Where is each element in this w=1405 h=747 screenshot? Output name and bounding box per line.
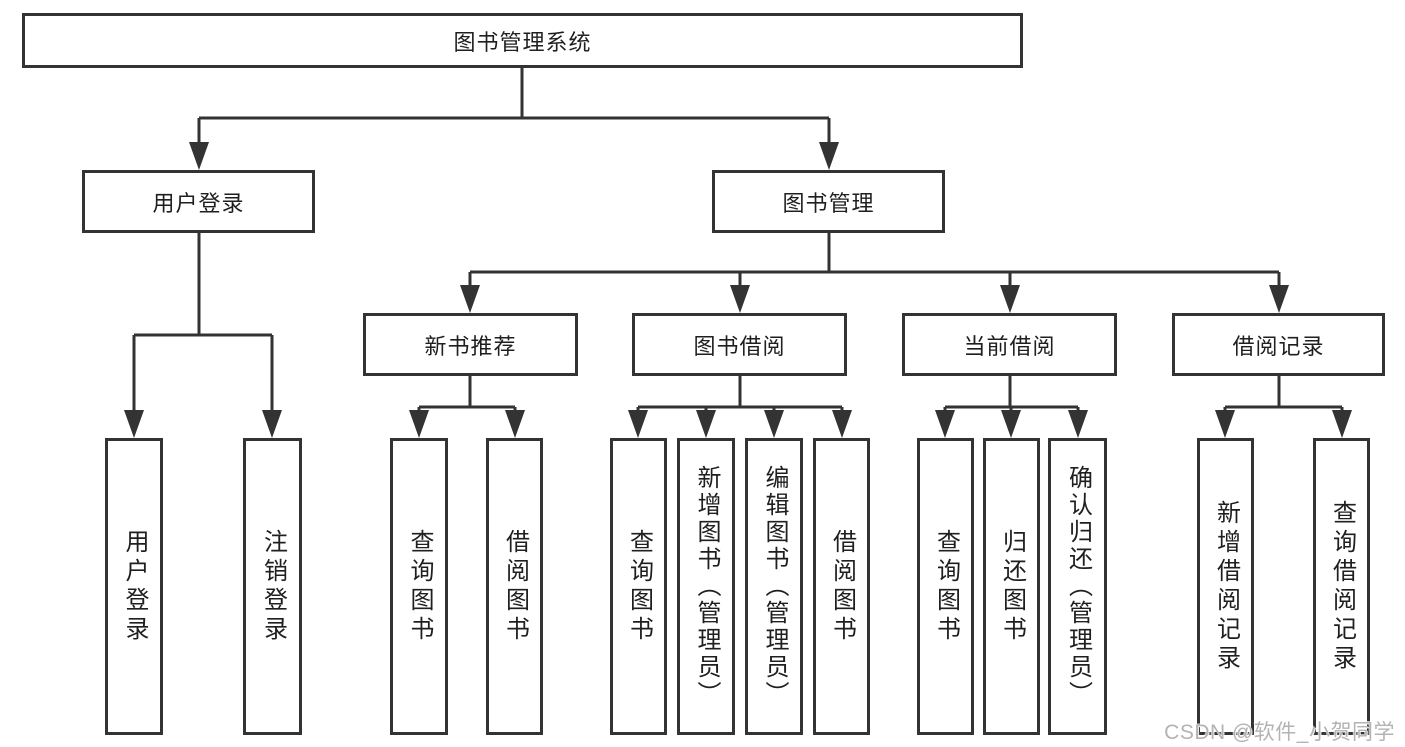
leaf-cb-query-books: 查询图书 <box>917 438 974 735</box>
leaf-user-login: 用户登录 <box>105 438 163 735</box>
leaf-br-add-record: 新增借阅记录 <box>1197 438 1254 735</box>
node-book-management: 图书管理 <box>712 170 945 233</box>
leaf-nb-borrow-books: 借阅图书 <box>486 438 543 735</box>
leaf-logout: 注销登录 <box>243 438 302 735</box>
node-new-book-recommend: 新书推荐 <box>363 313 578 376</box>
node-current-borrow: 当前借阅 <box>902 313 1117 376</box>
leaf-cb-confirm-return: 确认归还（管理员） <box>1048 438 1107 735</box>
leaf-bb-add-books: 新增图书（管理员） <box>677 438 735 735</box>
root-node-library-management-system: 图书管理系统 <box>22 13 1023 68</box>
watermark-text: CSDN @软件_小贺同学 <box>1164 721 1395 744</box>
leaf-bb-edit-books: 编辑图书（管理员） <box>745 438 803 735</box>
node-borrow-records: 借阅记录 <box>1172 313 1385 376</box>
leaf-bb-borrow-books: 借阅图书 <box>813 438 870 735</box>
leaf-nb-query-books: 查询图书 <box>390 438 448 735</box>
node-book-borrow: 图书借阅 <box>632 313 847 376</box>
leaf-bb-query-books: 查询图书 <box>610 438 667 735</box>
leaf-cb-return-books: 归还图书 <box>983 438 1040 735</box>
node-user-login: 用户登录 <box>82 170 315 233</box>
leaf-br-query-record: 查询借阅记录 <box>1313 438 1370 735</box>
